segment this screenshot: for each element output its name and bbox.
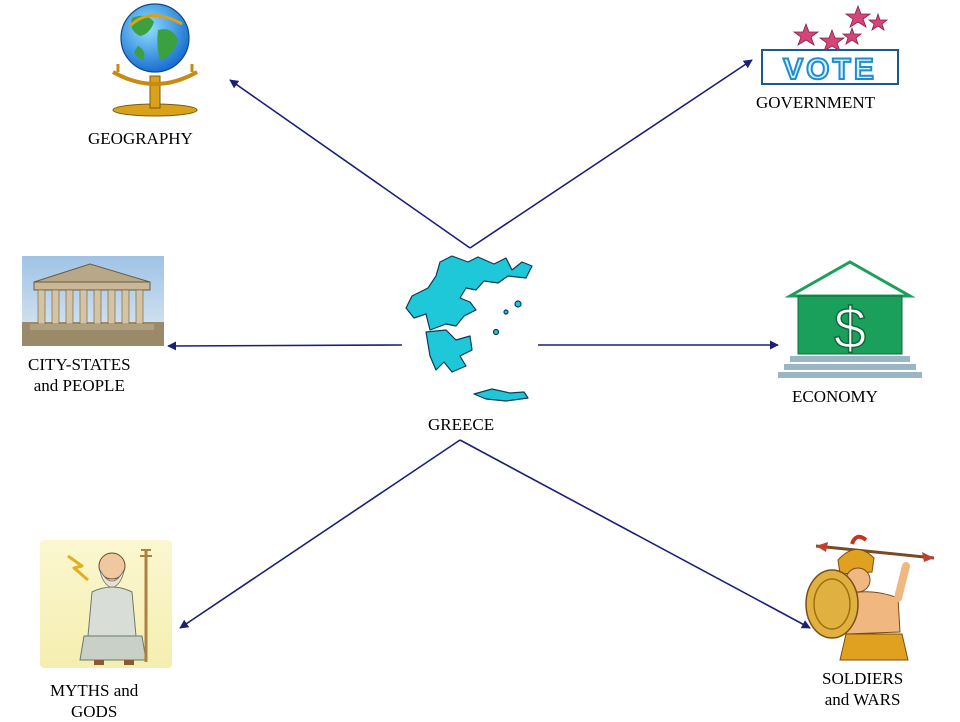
label-myths-line2: GODS xyxy=(71,702,118,721)
arrow-to-myths xyxy=(179,439,461,629)
arrow-to-soldiers xyxy=(459,439,811,629)
label-city-states-line1: CITY-STATES xyxy=(28,355,131,374)
label-soldiers-line1: SOLDIERS xyxy=(822,669,904,688)
label-economy: ECONOMY xyxy=(792,387,878,406)
label-myths-line1: MYTHS and xyxy=(50,681,139,700)
zeus-icon xyxy=(40,540,172,668)
dollar-bank-icon: $ xyxy=(778,260,922,378)
arrow-to-government xyxy=(469,59,753,249)
arrow-to-city-states xyxy=(167,341,403,351)
greece-map-icon xyxy=(405,255,533,402)
label-myths: MYTHS and GODS xyxy=(50,680,138,722)
label-government: GOVERNMENT xyxy=(756,93,875,112)
vote-sign-text: VOTE xyxy=(783,53,877,86)
label-soldiers-line2: and WARS xyxy=(824,690,901,709)
arrow-to-geography xyxy=(229,79,471,249)
parthenon-icon xyxy=(22,256,164,346)
label-greece: GREECE xyxy=(428,415,495,434)
label-soldiers: SOLDIERS and WARS xyxy=(822,668,903,710)
globe-icon xyxy=(112,3,198,117)
label-geography: GEOGRAPHY xyxy=(88,129,193,148)
greek-soldier-icon xyxy=(805,534,935,661)
label-city-states-line2: and PEOPLE xyxy=(33,376,125,395)
arrows xyxy=(167,59,811,629)
vote-sign-icon: VOTE xyxy=(761,4,899,87)
label-city-states: CITY-STATES and PEOPLE xyxy=(28,354,131,396)
dollar-sign-text: $ xyxy=(834,296,866,361)
